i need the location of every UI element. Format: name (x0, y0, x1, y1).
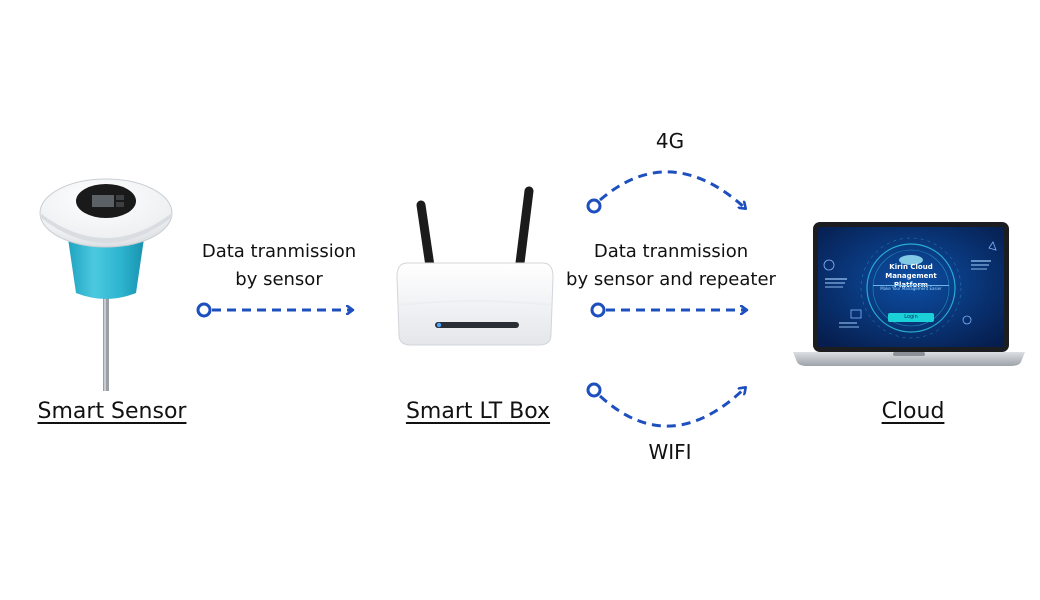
label-smart-sensor: Smart Sensor (37, 399, 187, 424)
label-4g: 4G (655, 129, 685, 153)
arrow-wifi (586, 382, 745, 428)
arrow-box-to-cloud (590, 302, 746, 318)
box-to-cloud-note: Data tranmission by sensor and repeater (555, 238, 787, 294)
label-cloud: Cloud (881, 399, 945, 424)
screen-login-button: Login (888, 313, 934, 322)
arrow-sensor-to-box (196, 302, 352, 318)
sensor-to-box-line2: by sensor (235, 269, 323, 290)
box-to-cloud-line1: Data tranmission (593, 241, 749, 262)
arrow-4g (586, 170, 745, 214)
box-to-cloud-line2: by sensor and repeater (566, 269, 776, 290)
screen-subtitle: Make Your Management Easier (873, 285, 949, 291)
sensor-to-box-note: Data tranmission by sensor (186, 238, 372, 294)
screen-title-line1: Kirin Cloud (889, 263, 933, 271)
label-wifi: WIFI (648, 440, 692, 464)
router-icon (396, 186, 554, 346)
smart-sensor-icon (39, 178, 173, 391)
sensor-to-box-line1: Data tranmission (201, 241, 357, 262)
laptop-icon (793, 222, 1025, 366)
label-smart-lt-box: Smart LT Box (405, 399, 551, 424)
